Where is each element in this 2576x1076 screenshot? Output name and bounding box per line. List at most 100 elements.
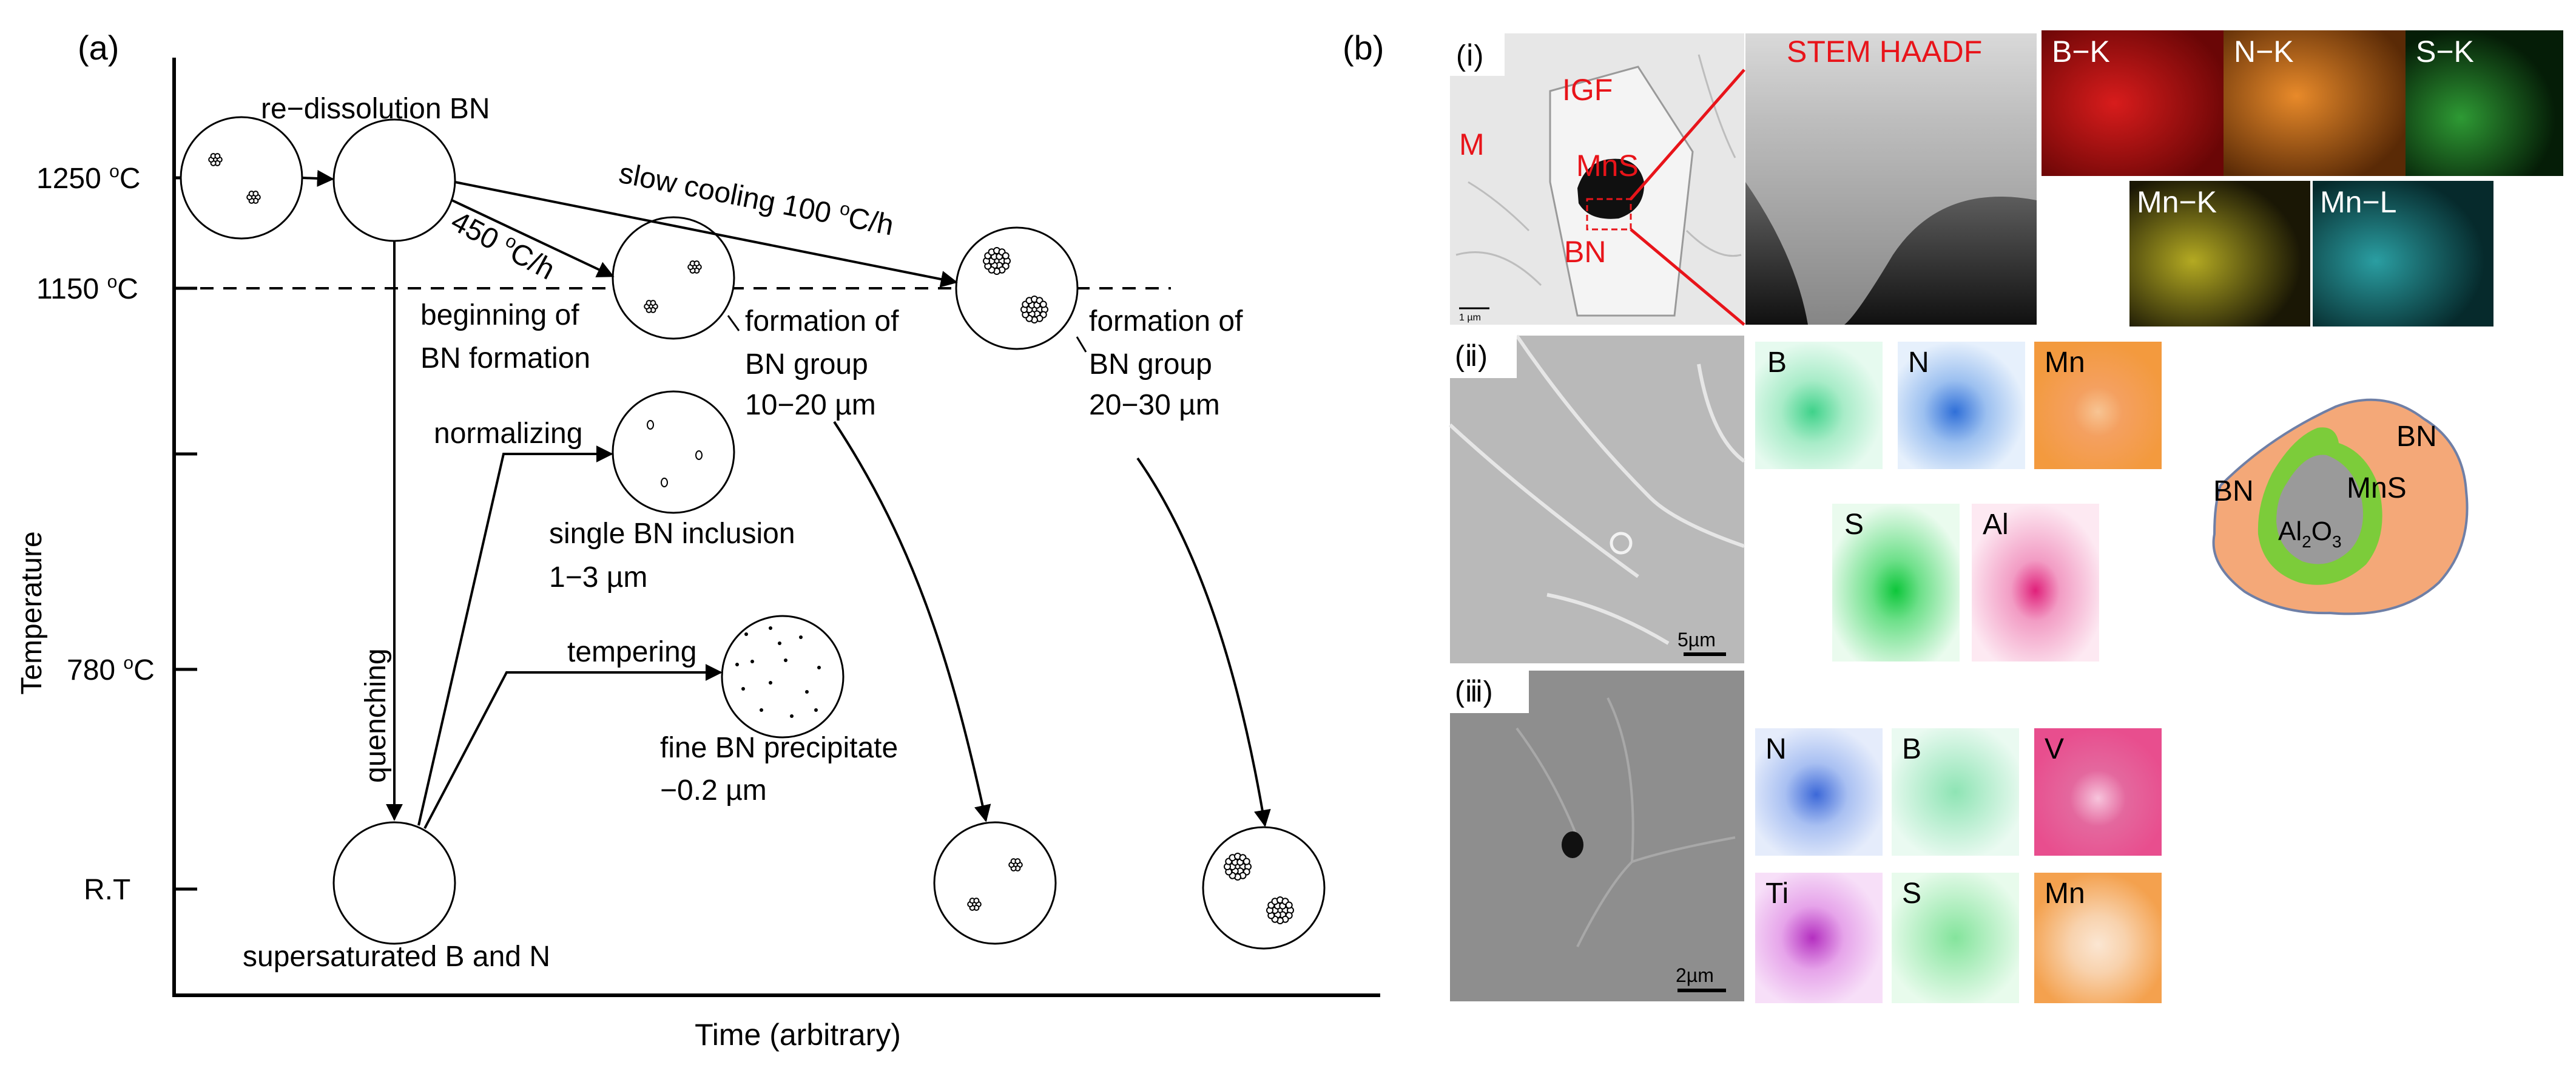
bn-particle — [1242, 858, 1250, 865]
map-iii-ti-label: Ti — [1765, 878, 1789, 910]
row-i: (ⅰ) M IGF MnS BN 1 µm STEM HAADF B−K N−K… — [1450, 30, 2563, 327]
map-ii-n — [1898, 342, 2025, 469]
panel-b-label: (b) — [1343, 29, 1384, 67]
zoom-line-bottom — [1630, 228, 1745, 326]
map-iii-n-label: N — [1765, 733, 1787, 765]
map-ii-al-label: Al — [1983, 509, 2009, 541]
scale-text-i: 1 µm — [1459, 313, 1481, 323]
map-ii-al — [1972, 504, 2099, 662]
fine-bn-precipitates — [735, 626, 821, 718]
map-mn-k — [2129, 181, 2310, 327]
arrow-rt-group1 — [833, 421, 991, 822]
scale-text-iii: 2µm — [1676, 964, 1714, 986]
label-box-ii — [1450, 336, 1517, 378]
circle-rt-group2 — [1202, 826, 1326, 950]
fine-precipitate-dot — [817, 666, 821, 669]
haadf-label: STEM HAADF — [1787, 35, 1982, 69]
al2o3-core — [2276, 455, 2363, 564]
text-quenching: quenching — [360, 648, 392, 783]
label-box-i — [1450, 33, 1505, 76]
text-formation1-1: formation of — [745, 305, 899, 337]
circle-normalizing — [612, 390, 735, 514]
arrow-heating — [302, 170, 334, 187]
fine-precipitate-dot — [769, 626, 772, 630]
fine-precipitate-dot — [741, 687, 745, 691]
map-iii-b — [1892, 728, 2019, 856]
arrow-normalizing — [417, 445, 613, 826]
label-rt: R.T — [84, 874, 130, 906]
text-normalizing: normalizing — [434, 418, 582, 450]
haadf-bright-area — [1745, 33, 2037, 325]
map-n-k-label: N−K — [2234, 35, 2294, 69]
x-axis-label: Time (arbitrary) — [695, 1018, 901, 1052]
panel-b: (b) (ⅰ) M IGF MnS BN 1 µm STEM HAADF B−K… — [1343, 29, 2563, 1003]
map-iii-n — [1755, 728, 1883, 856]
roi-box — [1586, 198, 1632, 231]
grain-boundaries — [1455, 54, 1742, 286]
bn-particle — [973, 898, 980, 904]
bn-particle — [1002, 252, 1010, 260]
bn-particle — [214, 153, 221, 160]
map-iii-ti — [1755, 873, 1883, 1003]
text-bn: BN — [1564, 235, 1606, 269]
bn-particle — [1285, 901, 1293, 909]
bn-particle — [252, 191, 259, 197]
fine-precipitate-dot — [799, 635, 803, 639]
bn-particle — [1014, 858, 1021, 865]
map-ii-b — [1755, 342, 1883, 469]
fine-precipitate-dot — [769, 681, 772, 685]
bn-particle-clusters — [208, 153, 1294, 924]
text-formation2-1: formation of — [1089, 305, 1243, 337]
arrow-slow-cooling — [454, 181, 958, 288]
map-mn-l-label: Mn−L — [2320, 185, 2396, 219]
single-bn-inclusion — [695, 450, 703, 460]
text-formation1-3: 10−20 µm — [745, 389, 876, 421]
schematic-bn-outer: BN — [2396, 421, 2437, 453]
text-single-2: 1−3 µm — [549, 561, 647, 594]
bn-particle — [1039, 300, 1047, 308]
fine-precipitate-dot — [778, 641, 781, 645]
text-fine-2: −0.2 µm — [660, 774, 767, 807]
fine-precipitate-dot — [784, 658, 787, 662]
map-b-k-label: B−K — [2052, 35, 2110, 69]
bn-particle — [650, 300, 656, 306]
map-ii-n-label: N — [1908, 347, 1929, 379]
row-ii: (ⅱ) 5µm B N Mn S Al BN BN MnS Al2O3 — [1448, 334, 2469, 663]
circle-slow-cooling — [955, 226, 1079, 350]
text-beginning-1: beginning of — [420, 299, 579, 331]
map-s-k-label: S−K — [2416, 35, 2474, 69]
sem-image-ii — [1450, 336, 1744, 663]
map-iii-v — [2034, 728, 2162, 856]
fine-precipitate-dot — [814, 708, 818, 712]
row-ii-label: (ⅱ) — [1455, 340, 1488, 373]
map-ii-mn — [2034, 342, 2162, 469]
map-iii-v-label: V — [2045, 733, 2064, 765]
text-beginning-2: BN formation — [420, 342, 590, 374]
map-ii-s — [1832, 504, 1960, 662]
fine-precipitate-dot — [744, 632, 748, 636]
schematic-core: Al2O3 — [2278, 516, 2342, 551]
circle-initial — [180, 116, 303, 240]
circle-tempering — [721, 615, 845, 739]
schematic-bn-left: BN — [2213, 475, 2254, 507]
sem-image-iii — [1450, 671, 1744, 1001]
map-b-k — [2042, 30, 2224, 176]
map-mn-l — [2313, 181, 2493, 327]
arrow-450 — [451, 199, 615, 277]
label-1250: 1250 oC — [36, 161, 140, 195]
text-igf: IGF — [1562, 73, 1613, 107]
single-bn-inclusion — [661, 478, 668, 487]
iii-inclusion — [1562, 831, 1583, 858]
leader-formation2 — [1076, 336, 1087, 353]
text-single-1: single BN inclusion — [549, 518, 795, 550]
circle-rt-group1 — [933, 821, 1057, 945]
map-iii-s-label: S — [1902, 878, 1921, 910]
row-i-label: (ⅰ) — [1456, 40, 1483, 72]
row-iii: (ⅲ) 2µm N B V Ti S Mn — [1450, 671, 2162, 1003]
circle-redissolved — [332, 118, 456, 242]
row-iii-label: (ⅲ) — [1455, 676, 1493, 708]
text-m: M — [1459, 127, 1485, 161]
fine-precipitate-dot — [735, 663, 739, 666]
circle-quenched — [332, 821, 456, 945]
